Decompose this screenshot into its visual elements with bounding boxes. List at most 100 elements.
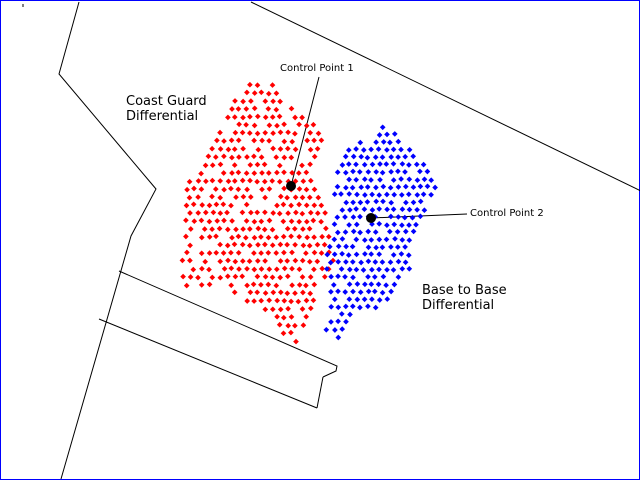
scatter-point xyxy=(424,168,431,175)
scatter-point xyxy=(296,282,303,288)
scatter-point xyxy=(292,290,298,297)
scatter-point xyxy=(265,90,272,97)
scatter-point xyxy=(383,161,390,167)
scatter-point xyxy=(191,185,197,192)
scatter-point xyxy=(265,249,272,256)
scatter-point xyxy=(384,147,390,153)
scatter-point xyxy=(406,176,413,183)
scatter-point xyxy=(377,176,383,183)
scatter-point xyxy=(398,176,404,182)
scatter-point xyxy=(239,273,246,280)
scatter-point xyxy=(319,265,326,272)
scatter-point xyxy=(342,214,348,220)
scatter-point xyxy=(314,258,321,265)
scatter-point xyxy=(261,226,268,233)
scatter-point xyxy=(217,146,224,152)
scatter-point xyxy=(345,161,352,167)
scatter-point xyxy=(350,168,356,175)
scatter-point xyxy=(399,206,406,213)
coast-guard-label-line1: Coast Guard xyxy=(126,94,207,109)
scatter-point xyxy=(221,217,227,224)
scatter-point xyxy=(394,244,401,250)
scatter-point xyxy=(254,289,261,296)
pier-end xyxy=(316,376,324,409)
scatter-point xyxy=(220,201,227,208)
scatter-point xyxy=(269,178,276,184)
scatter-point xyxy=(198,217,205,224)
scatter-point xyxy=(183,217,189,224)
scatter-point xyxy=(410,199,417,206)
scatter-point xyxy=(244,89,250,96)
base-to-base-points xyxy=(323,124,438,341)
scatter-point xyxy=(410,153,417,160)
scatter-point xyxy=(202,258,209,265)
control-point-2-marker xyxy=(366,213,376,223)
scatter-point xyxy=(335,304,342,311)
scatter-point xyxy=(387,184,394,191)
scatter-point xyxy=(373,169,380,175)
scatter-point xyxy=(270,145,276,152)
scatter-point xyxy=(354,281,361,287)
scatter-point xyxy=(259,186,265,193)
scatter-point xyxy=(235,106,242,112)
scatter-point xyxy=(338,266,345,272)
scatter-point xyxy=(247,113,253,120)
scatter-point xyxy=(225,178,232,185)
scatter-point xyxy=(288,329,294,336)
scatter-point xyxy=(365,244,372,251)
scatter-point xyxy=(231,289,238,296)
scatter-point xyxy=(399,237,406,243)
scatter-point xyxy=(432,184,438,191)
scatter-point xyxy=(365,258,372,265)
scatter-point xyxy=(228,202,234,209)
scatter-point xyxy=(270,130,276,137)
scatter-point xyxy=(376,297,383,303)
scatter-point xyxy=(379,154,386,161)
scatter-point xyxy=(399,222,405,229)
scatter-point xyxy=(240,226,246,232)
scatter-point xyxy=(269,306,276,313)
scatter-point xyxy=(251,90,258,96)
scatter-point xyxy=(346,296,353,303)
scatter-point xyxy=(353,251,360,258)
scatter-point xyxy=(345,147,352,153)
scatter-point xyxy=(236,154,242,160)
scatter-point xyxy=(380,183,387,190)
scatter-point xyxy=(345,252,352,258)
scatter-point xyxy=(187,242,193,249)
scatter-point xyxy=(303,169,310,176)
scatter-point xyxy=(240,114,246,121)
scatter-point xyxy=(410,228,417,235)
scatter-point xyxy=(262,98,269,105)
scatter-point xyxy=(339,250,345,257)
scatter-point xyxy=(251,153,257,160)
scatter-point xyxy=(424,183,431,190)
scatter-point xyxy=(346,222,352,228)
scatter-point xyxy=(292,130,298,137)
scatter-point xyxy=(376,251,383,258)
scatter-point xyxy=(254,209,261,216)
scatter-point xyxy=(414,206,420,213)
scatter-point xyxy=(331,251,338,258)
scatter-point xyxy=(258,281,264,288)
scatter-point xyxy=(225,146,232,153)
scatter-point xyxy=(343,318,349,325)
scatter-point xyxy=(307,129,314,136)
scatter-point xyxy=(284,258,291,264)
scatter-point xyxy=(406,146,413,153)
scatter-point xyxy=(217,258,224,265)
scatter-point xyxy=(229,234,235,241)
scatter-point xyxy=(214,137,220,144)
scatter-point xyxy=(289,249,295,256)
pier-lower-edge xyxy=(98,318,318,409)
scatter-point xyxy=(217,178,224,184)
scatter-point xyxy=(231,146,238,153)
scatter-point xyxy=(265,234,272,241)
scatter-point xyxy=(184,249,190,256)
scatter-point xyxy=(258,266,265,272)
scatter-point xyxy=(191,218,198,225)
scatter-point xyxy=(247,289,254,296)
scatter-point xyxy=(388,244,394,250)
scatter-point xyxy=(299,194,306,201)
scatter-point xyxy=(277,146,284,152)
